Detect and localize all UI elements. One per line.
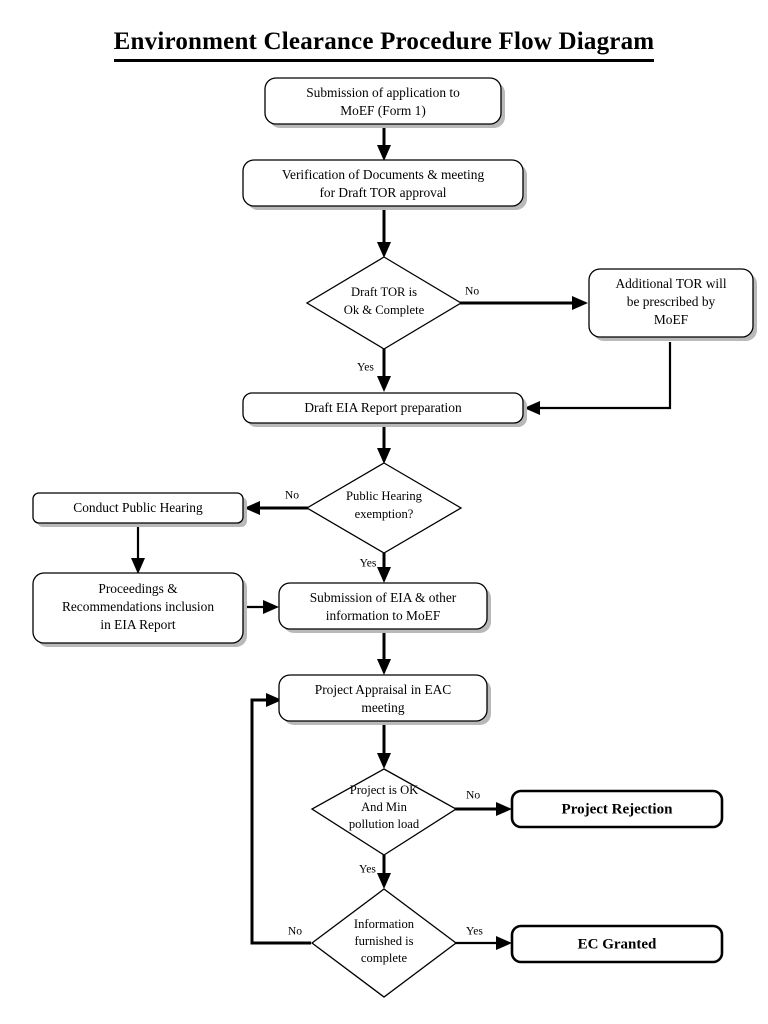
node-conduct-public-hearing[interactable]: Conduct Public Hearing: [32, 492, 247, 527]
node-project-rejection[interactable]: Project Rejection: [510, 789, 724, 829]
node-ec-granted[interactable]: EC Granted: [510, 924, 724, 964]
edge-label-tor-yes: Yes: [357, 361, 374, 374]
node-project-ok-line-2: And Min: [361, 800, 408, 814]
node-verification-line-1: Verification of Documents & meeting: [282, 167, 485, 182]
node-proceedings-recommendations[interactable]: Proceedings & Recommendations inclusion …: [32, 572, 247, 647]
edge-label-project-yes: Yes: [359, 863, 376, 876]
node-project-appraisal-line-1: Project Appraisal in EAC: [315, 682, 452, 697]
node-project-appraisal[interactable]: Project Appraisal in EAC meeting: [278, 674, 491, 725]
edge-information-yes-to-ec-granted: [455, 936, 512, 950]
edge-label-project-no: No: [466, 789, 480, 802]
node-additional-tor-line-2: be prescribed by: [627, 294, 716, 309]
node-public-hearing-decision[interactable]: Public Hearing exemption?: [305, 462, 463, 554]
node-submission-of-application[interactable]: Submission of application to MoEF (Form …: [264, 77, 505, 128]
edge-project-yes-to-information-decision: [377, 855, 391, 889]
node-draft-tor-line-2: Ok & Complete: [344, 303, 425, 317]
node-additional-tor[interactable]: Additional TOR will be prescribed by MoE…: [588, 268, 757, 341]
node-verification-of-documents[interactable]: Verification of Documents & meeting for …: [242, 159, 527, 210]
edge-project-no-to-rejection: [455, 802, 512, 816]
edge-label-hearing-yes: Yes: [360, 557, 377, 570]
node-project-appraisal-line-2: meeting: [361, 700, 404, 715]
edge-hearing-yes-to-submission-eia: [377, 553, 391, 583]
page-title: Environment Clearance Procedure Flow Dia…: [113, 28, 655, 62]
edge-draft-eia-to-public-hearing-decision: [377, 422, 391, 464]
node-verification-line-2: for Draft TOR approval: [319, 185, 446, 200]
node-additional-tor-line-1: Additional TOR will: [615, 276, 726, 291]
node-submission-line-1: Submission of application to: [306, 85, 460, 100]
edge-information-no-feedback-to-appraisal: [250, 693, 311, 945]
node-public-hearing-line-1: Public Hearing: [346, 489, 423, 503]
page-title-container: Environment Clearance Procedure Flow Dia…: [0, 28, 768, 62]
node-public-hearing-line-2: exemption?: [355, 507, 414, 521]
node-information-decision[interactable]: Information furnished is complete: [310, 888, 458, 998]
edge-tor-yes-to-draft-eia: [377, 348, 391, 392]
edge-appraisal-to-project-ok-decision: [377, 723, 391, 769]
edge-submission-eia-to-appraisal: [377, 633, 391, 675]
node-information-line-1: Information: [354, 917, 415, 931]
edge-verification-to-tor-decision: [377, 207, 391, 258]
node-proceedings-line-1: Proceedings &: [98, 581, 178, 596]
node-additional-tor-line-3: MoEF: [654, 312, 688, 327]
node-submission-of-eia[interactable]: Submission of EIA & other information to…: [278, 582, 491, 633]
node-project-ok-line-3: pollution load: [349, 817, 420, 831]
node-draft-eia-report-preparation[interactable]: Draft EIA Report preparation: [242, 392, 527, 427]
edge-conduct-hearing-to-proceedings: [131, 524, 145, 574]
node-conduct-public-hearing-label: Conduct Public Hearing: [73, 500, 203, 515]
node-project-ok-decision[interactable]: Project is OK And Min pollution load: [310, 768, 458, 856]
node-draft-eia-label: Draft EIA Report preparation: [304, 400, 462, 415]
node-information-line-2: furnished is: [354, 934, 413, 948]
node-submission-eia-line-1: Submission of EIA & other: [310, 590, 457, 605]
edge-proceedings-to-submission-eia: [243, 600, 279, 614]
node-proceedings-line-2: Recommendations inclusion: [62, 599, 214, 614]
node-submission-eia-line-2: information to MoEF: [326, 608, 441, 623]
edge-submission-to-verification: [377, 126, 391, 161]
edge-hearing-no-to-conduct-public-hearing: [244, 501, 310, 515]
node-draft-tor-decision[interactable]: Draft TOR is Ok & Complete: [305, 256, 463, 350]
node-project-ok-line-1: Project is OK: [350, 783, 419, 797]
edge-label-info-no: No: [288, 925, 302, 938]
edge-label-hearing-no: No: [285, 489, 299, 502]
node-information-line-3: complete: [361, 951, 408, 965]
edge-label-info-yes: Yes: [466, 925, 483, 938]
node-project-rejection-label: Project Rejection: [562, 801, 674, 817]
edge-additional-tor-to-draft-eia: [524, 342, 672, 415]
node-draft-tor-line-1: Draft TOR is: [351, 285, 417, 299]
edge-label-tor-no: No: [465, 285, 479, 298]
node-submission-line-2: MoEF (Form 1): [340, 103, 426, 118]
node-proceedings-line-3: in EIA Report: [100, 617, 175, 632]
node-ec-granted-label: EC Granted: [578, 936, 657, 952]
edge-tor-no-to-additional-tor: [460, 296, 588, 310]
